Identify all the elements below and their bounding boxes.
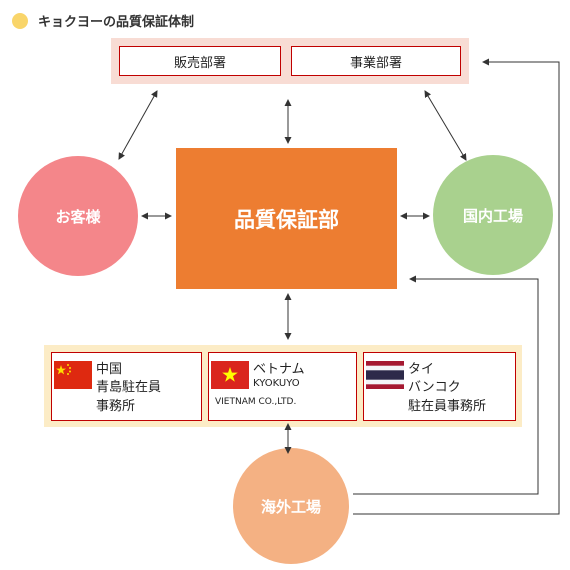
thailand-office-city: バンコク: [408, 380, 461, 395]
vietnam-office-country: ベトナム: [253, 362, 305, 377]
arrow-overseas-to-qa: [353, 275, 539, 495]
arrow-overseas-to-departments: [353, 58, 560, 515]
vietnam-office-company-line1: KYOKUYO: [253, 378, 300, 389]
thailand-office-country: タイ: [408, 362, 435, 377]
customer-label: お客様: [55, 207, 101, 226]
customer-circle: お客様: [18, 156, 138, 276]
thailand-flag-icon: [366, 361, 404, 389]
arrow-departments-domestic: [424, 90, 467, 161]
page-title: キョクヨーの品質保証体制: [38, 15, 195, 30]
vietnam-flag-icon: [211, 361, 249, 389]
domestic-factory-label: 国内工場: [462, 206, 523, 225]
china-flag-icon: [54, 361, 92, 389]
title-bullet-icon: [12, 13, 28, 29]
quality-assurance-label: 品質保証部: [234, 207, 339, 232]
thailand-office-type: 駐在員事務所: [408, 399, 487, 414]
quality-assurance-box: 品質保証部: [176, 148, 397, 289]
china-office-box: 中国 青島駐在員 事務所: [51, 352, 202, 421]
overseas-factory-circle: 海外工場: [233, 448, 349, 564]
overseas-factory-label: 海外工場: [260, 497, 321, 516]
business-department-box: 事業部署: [291, 46, 461, 76]
arrow-departments-customer: [118, 90, 158, 160]
china-office-type: 事務所: [96, 399, 136, 414]
thailand-office-box: タイ バンコク 駐在員事務所: [363, 352, 516, 421]
vietnam-office-company-line2: VIETNAM CO.,LTD.: [215, 397, 297, 407]
domestic-factory-circle: 国内工場: [433, 155, 553, 275]
sales-department-box: 販売部署: [119, 46, 281, 76]
china-office-name: 青島駐在員: [96, 380, 162, 395]
vietnam-office-box: ベトナム KYOKUYO VIETNAM CO.,LTD.: [208, 352, 357, 421]
china-office-country: 中国: [96, 362, 123, 377]
